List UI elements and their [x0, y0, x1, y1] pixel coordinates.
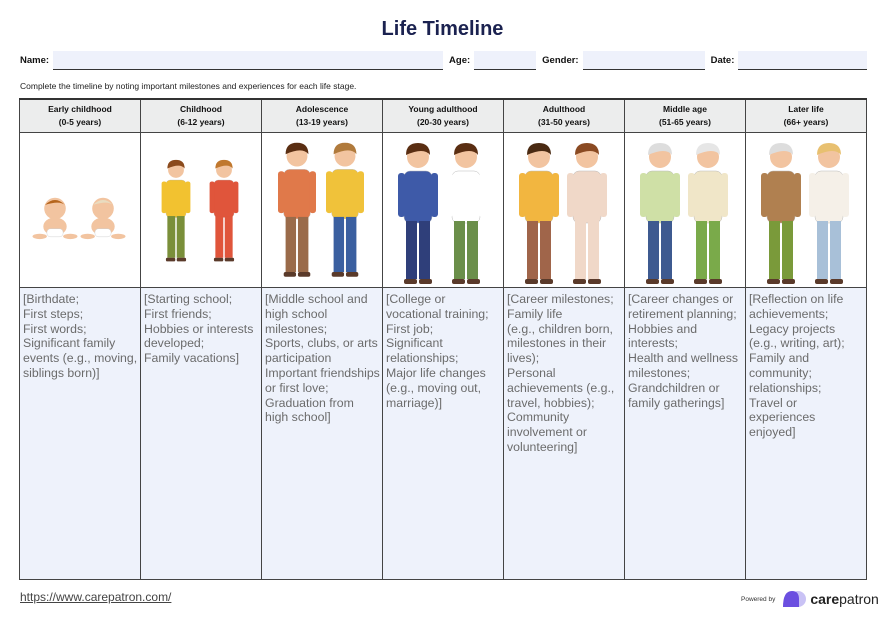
stage-illustration-2 — [261, 132, 383, 288]
gender-field[interactable] — [582, 50, 705, 70]
website-link[interactable]: https://www.carepatron.com/ — [20, 590, 172, 604]
stage-notes-0[interactable]: [Birthdate; First steps; First words; Si… — [19, 287, 141, 580]
stage-header-1: Childhood (6-12 years) — [140, 98, 262, 133]
stage-range: (66+ years) — [783, 117, 829, 127]
stage-illustration-1 — [140, 132, 262, 288]
people-illustration-icon — [32, 197, 126, 240]
people-illustration-icon — [519, 143, 607, 284]
stage-illustration-3 — [382, 132, 504, 288]
powered-by: Powered by carepatron — [741, 590, 879, 608]
brand-bold: care — [810, 591, 840, 607]
people-illustration-icon — [161, 159, 239, 262]
stage-range: (20-30 years) — [417, 117, 469, 127]
people-illustration-icon — [761, 143, 849, 284]
age-field[interactable] — [474, 50, 537, 70]
name-field[interactable] — [53, 50, 444, 70]
stage-header-6: Later life (66+ years) — [745, 98, 867, 133]
stage-name: Adolescence — [295, 104, 349, 114]
stage-notes-2[interactable]: [Middle school and high school milestone… — [261, 287, 383, 580]
stage-notes-1[interactable]: [Starting school; First friends; Hobbies… — [140, 287, 262, 580]
stage-header-4: Adulthood (31-50 years) — [503, 98, 625, 133]
stage-illustration-4 — [503, 132, 625, 288]
stage-header-2: Adolescence (13-19 years) — [261, 98, 383, 133]
stage-name: Later life — [788, 104, 824, 114]
stage-header-3: Young adulthood (20-30 years) — [382, 98, 504, 133]
brand-name: carepatron — [810, 591, 879, 607]
timeline-table: Early childhood (0-5 years) Childhood (6-12… — [19, 98, 867, 580]
stage-range: (13-19 years) — [296, 117, 348, 127]
stage-range: (6-12 years) — [177, 117, 225, 127]
stage-illustration-0 — [19, 132, 141, 288]
stage-notes-4[interactable]: [Career milestones; Family life (e.g., c… — [503, 287, 625, 580]
stage-illustration-5 — [624, 132, 746, 288]
stage-range: (51-65 years) — [659, 117, 711, 127]
stage-name: Childhood — [179, 104, 222, 114]
people-illustration-icon — [640, 143, 728, 284]
page-title: Life Timeline — [381, 18, 504, 40]
stage-range: (31-50 years) — [538, 117, 590, 127]
age-label: Age: — [449, 54, 471, 66]
people-illustration-icon — [278, 142, 364, 277]
stage-name: Early childhood — [48, 104, 112, 114]
stage-name: Adulthood — [542, 104, 586, 114]
gender-label: Gender: — [542, 54, 579, 66]
stage-header-0: Early childhood (0-5 years) — [19, 98, 141, 133]
stage-header-5: Middle age (51-65 years) — [624, 98, 746, 133]
stage-illustration-6 — [745, 132, 867, 288]
stage-notes-5[interactable]: [Career changes or retirement planning; … — [624, 287, 746, 580]
powered-by-label: Powered by — [741, 595, 776, 603]
date-field[interactable] — [738, 50, 867, 70]
stage-name: Middle age — [663, 104, 707, 114]
info-fields: Name: Age: Gender: Date: — [20, 50, 867, 70]
stage-range: (0-5 years) — [58, 117, 102, 127]
brand-rest: patron — [839, 591, 879, 607]
people-illustration-icon — [398, 143, 486, 284]
instructions: Complete the timeline by noting importan… — [20, 81, 357, 91]
stage-notes-6[interactable]: [Reflection on life achievements; Legacy… — [745, 287, 867, 580]
name-label: Name: — [20, 54, 50, 66]
date-label: Date: — [710, 54, 735, 66]
stage-notes-3[interactable]: [College or vocational training; First j… — [382, 287, 504, 580]
carepatron-logo-icon — [783, 591, 807, 607]
stage-name: Young adulthood — [408, 104, 478, 114]
